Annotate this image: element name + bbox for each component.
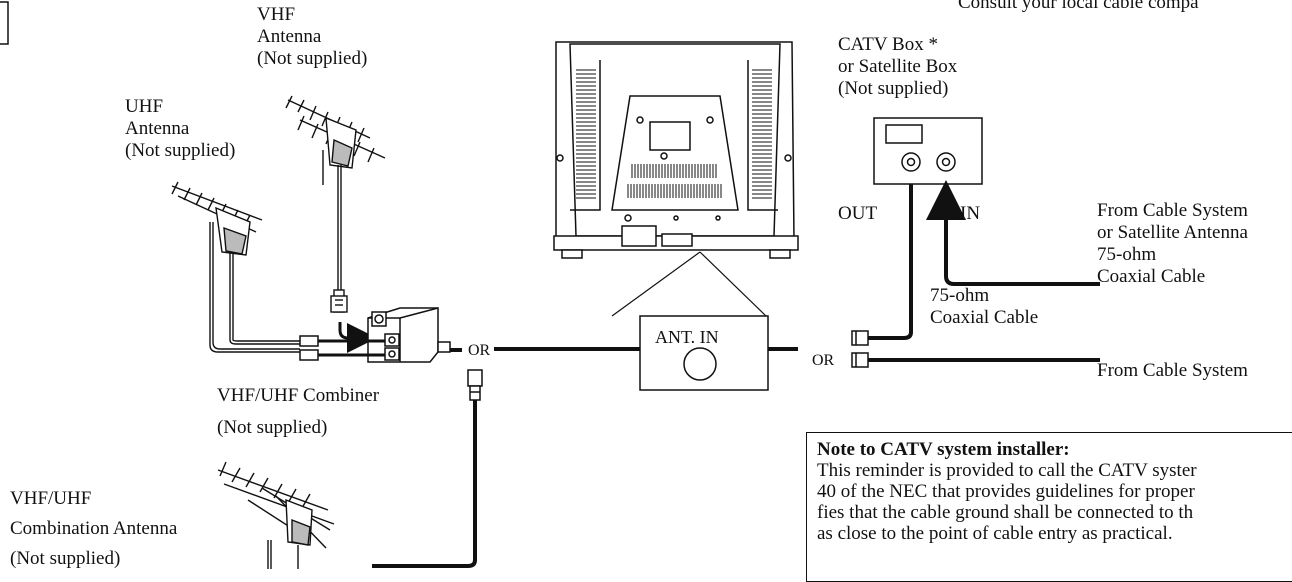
- combiner-label-line: (Not supplied): [217, 417, 328, 438]
- note-line: 40 of the NEC that provides guidelines f…: [817, 481, 1195, 502]
- uhf-antenna-label: UHF Antenna (Not supplied): [125, 96, 235, 162]
- cable-right-label-line: or Satellite Antenna: [1097, 222, 1248, 243]
- cable-mid-label: 75-ohm Coaxial Cable: [930, 285, 1038, 329]
- from-cable-system-label: From Cable System: [1097, 360, 1248, 381]
- diagram-drawing: [0, 1, 1100, 569]
- combo-cable: [372, 400, 477, 568]
- cable-right-label-line: From Cable System: [1097, 200, 1248, 221]
- combiner-label: VHF/UHF Combiner (Not supplied): [217, 380, 379, 444]
- or-right-label: OR: [812, 352, 835, 369]
- catv-box-label-line: or Satellite Box: [838, 56, 958, 77]
- callout-line: [699, 251, 767, 317]
- or-left-label: OR: [468, 342, 491, 359]
- page-edge: [0, 1, 9, 45]
- cable-mid-label-line: 75-ohm: [930, 285, 990, 306]
- catv-box-label-line: (Not supplied): [838, 78, 949, 99]
- catv-in-cable: [944, 275, 1100, 286]
- catv-box-icon: [873, 117, 983, 185]
- installer-note: Note to CATV system installer: This remi…: [806, 432, 1292, 582]
- cable-right-label-line: Coaxial Cable: [1097, 266, 1206, 287]
- vhf-antenna-label: VHF Antenna (Not supplied): [257, 4, 367, 70]
- vhf-antenna-label-line: Antenna: [257, 26, 322, 47]
- catv-box-label: CATV Box * or Satellite Box (Not supplie…: [838, 34, 957, 100]
- cable-mid-label-line: Coaxial Cable: [930, 307, 1039, 328]
- vhf-antenna-icon: [285, 95, 386, 313]
- note-line: fies that the cable ground shall be conn…: [817, 502, 1194, 523]
- cable-right-label: From Cable System or Satellite Antenna 7…: [1097, 200, 1248, 288]
- header-text: Consult your local cable compa: [958, 0, 1199, 13]
- tv-rear-icon: [553, 41, 799, 259]
- combo-antenna-label-line: (Not supplied): [10, 548, 121, 569]
- in-label: IN: [960, 203, 981, 224]
- note-title: Note to CATV system installer:: [817, 439, 1070, 460]
- combo-antenna-label-line: Combination Antenna: [10, 518, 178, 539]
- combo-antenna-label-line: VHF/UHF: [10, 488, 92, 509]
- combo-antenna-label: VHF/UHF Combination Antenna (Not supplie…: [10, 484, 177, 574]
- uhf-antenna-label-line: Antenna: [125, 118, 190, 139]
- ant-in-label: ANT. IN: [655, 327, 719, 347]
- uhf-antenna-icon: [171, 181, 300, 353]
- combiner-label-line: VHF/UHF Combiner: [217, 385, 380, 406]
- uhf-antenna-label-line: UHF: [125, 96, 164, 117]
- catv-box-label-line: CATV Box *: [838, 34, 938, 55]
- catv-out-cable: [868, 184, 913, 340]
- callout-line: [611, 251, 701, 317]
- note-line: This reminder is provided to call the CA…: [817, 460, 1197, 481]
- vhf-connect-arrow: [338, 322, 377, 353]
- ant-in-jack: [683, 347, 717, 381]
- uhf-antenna-label-line: (Not supplied): [125, 140, 236, 161]
- combo-cable-plug: [467, 369, 483, 401]
- cable-right-label-line: 75-ohm: [1097, 244, 1157, 265]
- combiner-icon: [299, 307, 451, 363]
- tv-vents: [576, 69, 772, 199]
- coax-plug-icon: [851, 330, 869, 368]
- out-label: OUT: [838, 203, 878, 224]
- vhf-antenna-label-line: VHF: [257, 4, 296, 25]
- vhf-antenna-label-line: (Not supplied): [257, 48, 368, 69]
- combo-antenna-icon: [217, 461, 335, 569]
- note-line: as close to the point of cable entry as …: [817, 523, 1173, 544]
